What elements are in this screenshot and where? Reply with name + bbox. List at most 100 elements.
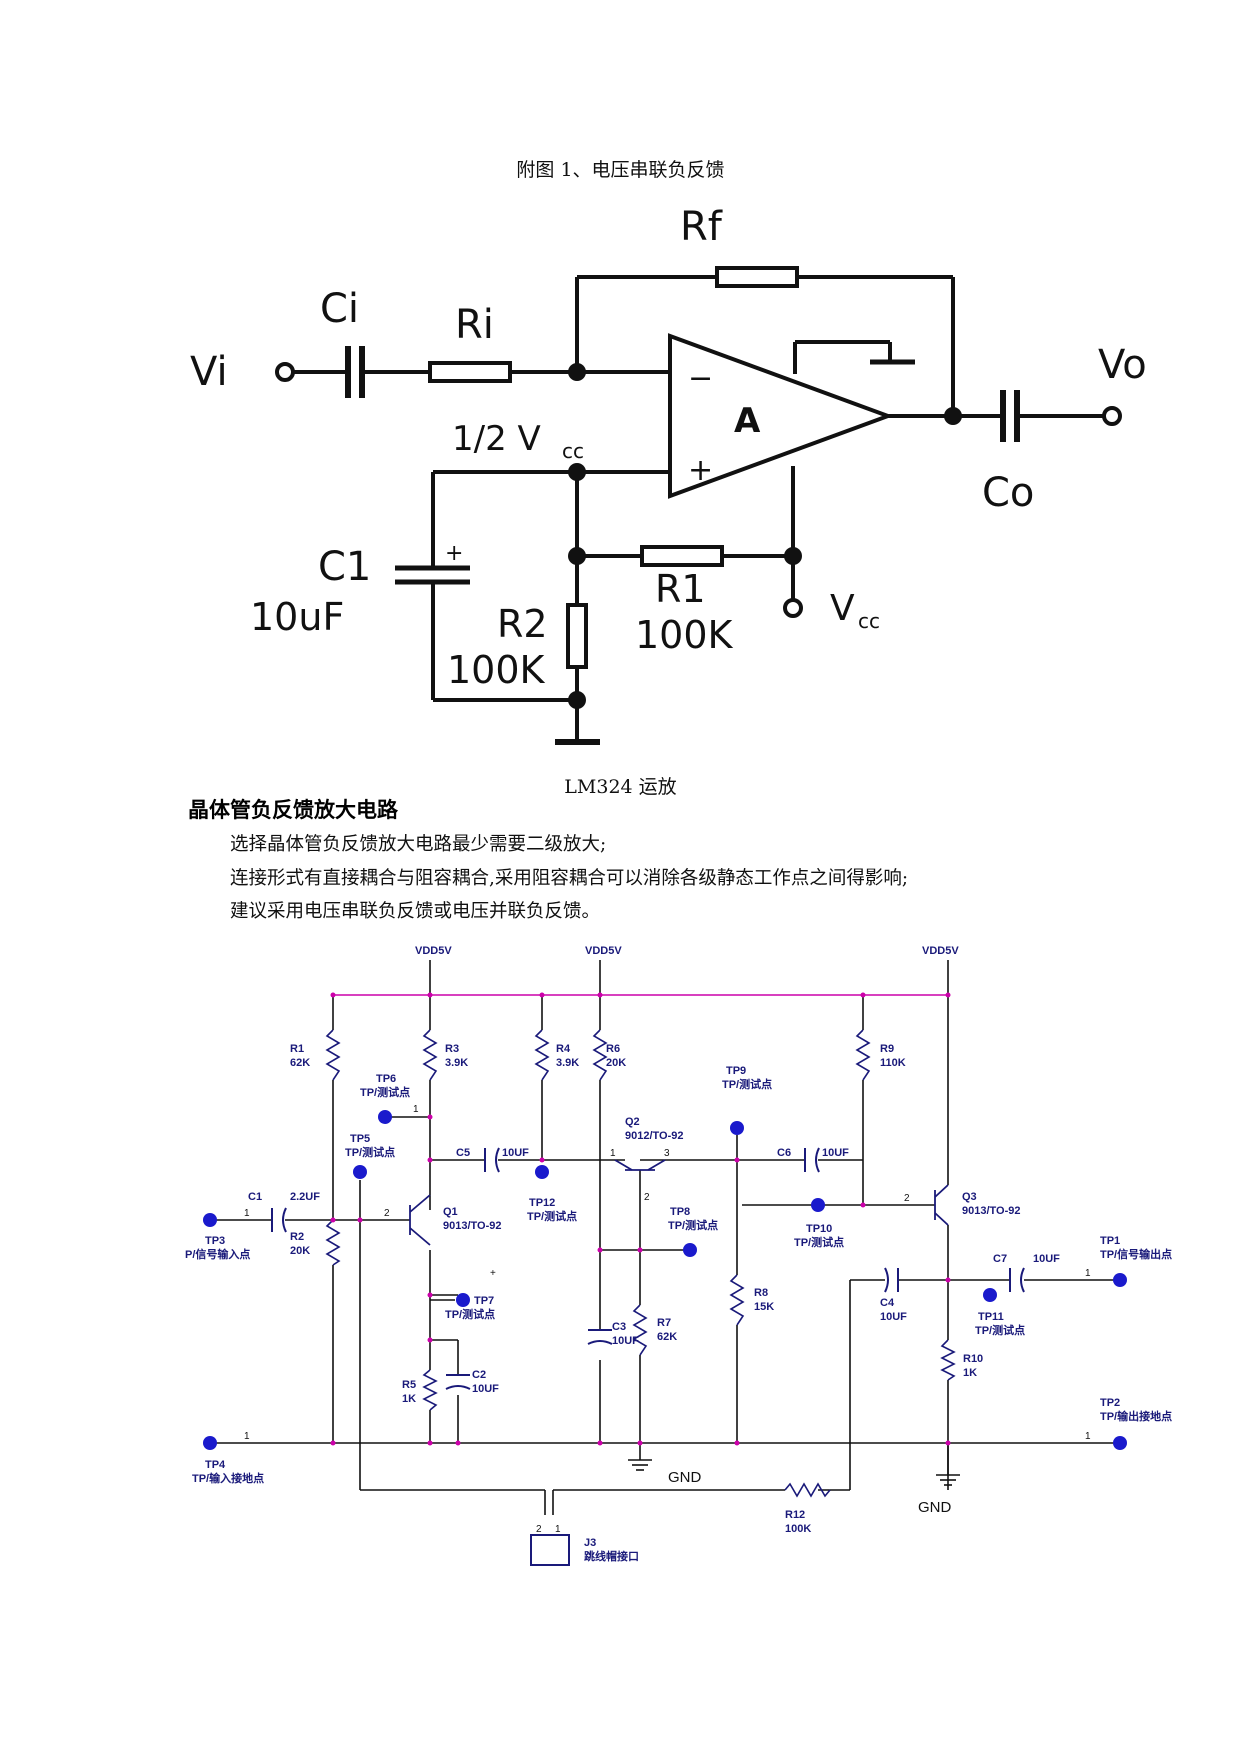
label-half-vcc-sub: cc [562,439,584,463]
tp7-point [456,1293,470,1307]
r4-name: R4 [556,1043,571,1055]
gnd-label-1: GND [668,1469,702,1486]
tp10-name: TP10 [806,1223,832,1235]
c3-symbol [587,1329,613,1345]
c4-name: C4 [880,1297,895,1309]
c4-symbol [884,1267,899,1293]
r6-value: 20K [606,1057,626,1069]
r4-value: 3.9K [556,1057,579,1069]
r5-value: 1K [402,1393,416,1405]
tp1-desc: TP/信号输出点 [1100,1247,1172,1261]
section-heading: 晶体管负反馈放大电路 [188,798,398,822]
label-r2-value: 100K [447,648,546,692]
pin-label: 1 [555,1524,561,1535]
r2-name: R2 [290,1231,304,1243]
tp8-desc: TP/测试点 [668,1218,718,1232]
tp11-desc: TP/测试点 [975,1323,1025,1337]
r3-value: 3.9K [445,1057,468,1069]
tp10-point [811,1198,825,1212]
label-r1-value: 100K [635,613,734,657]
label-r1: R1 [655,567,706,611]
q1-model: 9013/TO-92 [443,1220,502,1232]
r9-value: 110K [880,1057,906,1069]
pin-label: 2 [644,1192,650,1203]
pin-label: 1 [610,1148,616,1159]
tp3-desc: P/信号输入点 [185,1247,250,1261]
pin-label: 1 [1085,1431,1091,1442]
tp6-name: TP6 [376,1073,396,1085]
figure-caption: 附图 1、电压串联负反馈 [516,159,725,181]
tp9-desc: TP/测试点 [722,1077,772,1091]
r8-symbol [729,1274,745,1326]
q1-transistor [409,1194,431,1246]
label-minus: − [688,361,713,396]
label-vcc: V [830,588,855,629]
j3-connector [530,1534,570,1566]
tp7-name: TP7 [474,1295,494,1307]
c5-value: 10UF [502,1147,529,1159]
tp4-name: TP4 [205,1459,226,1471]
vdd-label-1: VDD5V [415,945,452,957]
r9-symbol [855,1029,871,1081]
c6-symbol [804,1147,820,1173]
r8-value: 15K [754,1301,774,1313]
r6-symbol [592,1029,608,1081]
r12-symbol [784,1482,831,1498]
vcc-terminal [783,598,803,618]
c7-value: 10UF [1033,1253,1060,1265]
c2-symbol [445,1374,471,1390]
label-c1-value: 10uF [250,595,344,639]
r5-symbol [422,1369,438,1411]
label-rf: Rf [680,204,723,250]
c7-name: C7 [993,1253,1007,1265]
tp12-desc: TP/测试点 [527,1209,577,1223]
c7-symbol [1009,1267,1025,1293]
r6-name: R6 [606,1043,620,1055]
r3-name: R3 [445,1043,459,1055]
r1-name: R1 [290,1043,304,1055]
opamp-subcaption: LM324 运放 [564,776,677,798]
pin-label: 2 [384,1208,390,1219]
tp3-point [203,1213,217,1227]
c5-name: C5 [456,1147,470,1159]
label-a: A [734,401,761,441]
tp4-desc: TP/输入接地点 [192,1471,264,1485]
ground-symbols [628,1459,960,1486]
tp2-point [1113,1436,1127,1450]
pin-label: 1 [413,1104,419,1115]
q3-name: Q3 [962,1191,977,1203]
vdd-label-3: VDD5V [922,945,959,957]
c3-name: C3 [612,1321,626,1333]
r8-name: R8 [754,1287,768,1299]
paragraph-1: 选择晶体管负反馈放大电路最少需要二级放大; [230,834,607,855]
r7-symbol [632,1304,648,1356]
r5-name: R5 [402,1379,416,1391]
tp9-point [730,1121,744,1135]
tp4-point [203,1436,217,1450]
c6-value: 10UF [822,1147,849,1159]
c4-value: 10UF [880,1311,907,1323]
label-c1-plus: + [445,541,463,566]
vo-terminal [1102,406,1122,426]
q3-transistor [934,1184,949,1226]
paragraph-3: 建议采用电压串联负反馈或电压并联负反馈。 [230,901,601,922]
opamp-circuit-diagram: Rf Ci Ri Vi Vo 1/2 V cc Co A − + + C1 10… [190,204,1147,745]
vdd-label-2: VDD5V [585,945,622,957]
tp6-point [378,1110,392,1124]
r3-symbol [422,1029,438,1081]
tp5-name: TP5 [350,1133,370,1145]
r10-value: 1K [963,1367,977,1379]
c2-value: 10UF [472,1383,499,1395]
r10-symbol [940,1339,956,1381]
label-vo: Vo [1098,342,1147,388]
tp3-name: TP3 [205,1235,225,1247]
pin-label: 2 [904,1193,910,1204]
r1-value: 62K [290,1057,310,1069]
label-half-vcc: 1/2 V [452,419,541,459]
tp10-desc: TP/测试点 [794,1235,844,1249]
q2-model: 9012/TO-92 [625,1130,684,1142]
label-vi: Vi [190,349,228,395]
r2-symbol [325,1219,341,1266]
c3-value: 10UF [612,1335,639,1347]
r1-symbol [325,1029,341,1081]
